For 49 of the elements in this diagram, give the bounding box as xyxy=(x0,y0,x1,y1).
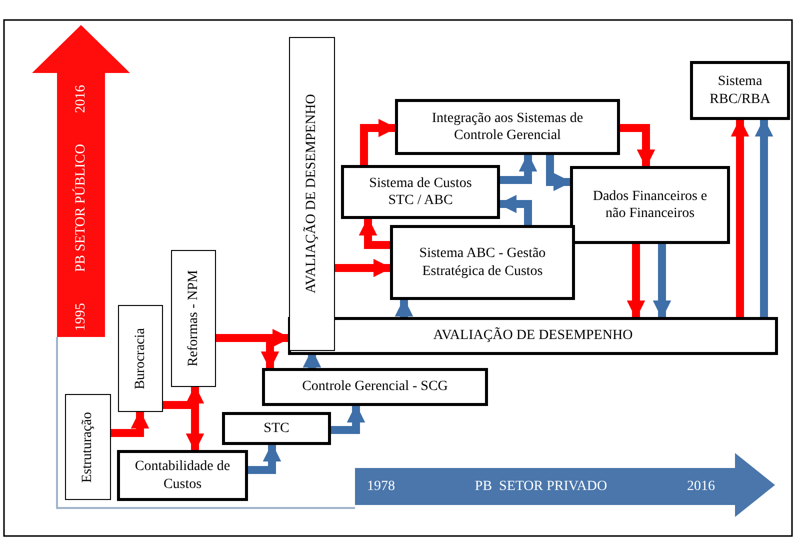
box-label: Burocracia xyxy=(132,328,149,390)
arrow xyxy=(394,298,414,317)
text-box xyxy=(222,412,331,445)
arrow xyxy=(754,118,774,317)
text-box xyxy=(390,225,575,300)
text-box xyxy=(288,317,778,355)
arrow xyxy=(500,153,538,184)
arrow xyxy=(335,258,392,278)
timeline-label: 2016 xyxy=(686,478,715,496)
arrow xyxy=(652,244,672,319)
arrow xyxy=(498,194,532,225)
arrow xyxy=(360,118,397,165)
arrow xyxy=(248,443,282,474)
box-label: Sistema RBC/RBA xyxy=(708,73,772,108)
box-label: Contabilidade de Custos xyxy=(134,458,232,493)
box-label: Sistema ABC - Gestão Estratégica de Custos xyxy=(418,245,547,280)
arrow xyxy=(626,244,646,319)
box-label: Reformas - NPM xyxy=(184,270,202,367)
text-box xyxy=(395,99,620,155)
arrow xyxy=(331,404,366,434)
text-box xyxy=(690,61,790,120)
text-box xyxy=(171,250,216,387)
text-box xyxy=(570,166,730,244)
box-label: Controle Gerencial - SCG xyxy=(301,378,449,396)
box-label: Estruturação xyxy=(79,412,96,482)
timeline-arrow xyxy=(32,25,130,337)
box-label: Dados Financeiros e não Financeiros xyxy=(592,188,708,222)
text-box xyxy=(289,37,335,351)
arrow xyxy=(620,124,656,168)
text-box xyxy=(341,165,500,219)
text-box xyxy=(65,394,111,500)
text-box xyxy=(262,368,488,406)
arrow xyxy=(358,217,390,249)
timeline-label: 2016 xyxy=(72,85,90,114)
box-label: AVALIAÇÃO DE DESEMPENHO xyxy=(432,327,634,345)
box-label: Integração aos Sistemas de Controle Gerencial xyxy=(430,110,584,144)
arrow xyxy=(111,410,150,437)
box-label: Sistema de Custos STC / ABC xyxy=(368,174,473,210)
timeline-label: 1995 xyxy=(72,303,90,331)
text-box xyxy=(118,305,163,412)
box-label: AVALIAÇÃO DE DESEMPENHO xyxy=(303,94,320,294)
timeline-label: 1978 xyxy=(367,478,395,496)
timeline-label: PB SETOR PRIVADO xyxy=(474,478,608,496)
arrow xyxy=(730,118,750,317)
timeline-label: PB SETOR PÚBLICO xyxy=(72,144,90,272)
timeline-arrow xyxy=(355,453,775,517)
box-label: STC xyxy=(262,420,290,438)
arrow xyxy=(546,155,572,192)
text-box xyxy=(117,450,248,501)
